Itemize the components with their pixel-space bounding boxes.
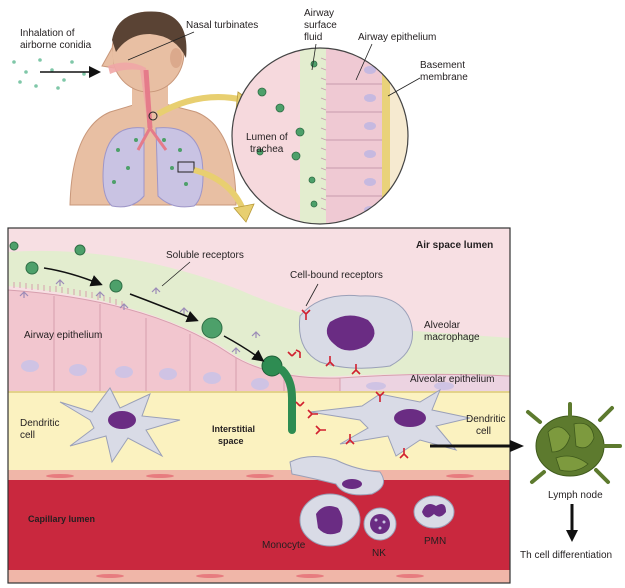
nk-label: NK [372, 548, 386, 559]
monocyte-label: Monocyte [262, 540, 306, 551]
alveolar-macrophage-label-line2: macrophage [424, 332, 480, 343]
cell-bound-receptors-label: Cell-bound receptors [290, 270, 383, 281]
airway-fluid-label-line2: surface [304, 20, 337, 31]
inhalation-label-line2: airborne conidia [20, 40, 92, 51]
interstitial-label-line2: space [218, 436, 244, 446]
lymph-node [528, 404, 620, 482]
basement-membrane-label-line2: membrane [420, 72, 468, 83]
alveolar-epithelium-label: Alveolar epithelium [410, 374, 495, 385]
soluble-receptors-label: Soluble receptors [166, 250, 244, 261]
dendritic-right-label-line2: cell [476, 426, 491, 437]
alveolus-panel [8, 228, 510, 588]
dendritic-left-label-line2: cell [20, 430, 35, 441]
airway-epithelium-main-label: Airway epithelium [24, 330, 102, 341]
pmn-cell [414, 496, 454, 528]
alveolar-macrophage-label-line1: Alveolar [424, 320, 461, 331]
nasal-turbinates-label: Nasal turbinates [186, 20, 258, 31]
lumen-trachea-label-line2: trachea [250, 144, 284, 155]
pmn-label: PMN [424, 536, 446, 547]
airway-epithelium-top-label: Airway epithelium [358, 32, 436, 43]
airborne-conidia [12, 58, 86, 90]
th-cell-differentiation-label: Th cell differentiation [520, 550, 612, 561]
air-space-lumen-label: Air space lumen [416, 240, 493, 251]
inhalation-label-line1: Inhalation of [20, 28, 75, 39]
lymph-node-label: Lymph node [548, 490, 603, 501]
airway-fluid-label-line3: fluid [304, 32, 322, 43]
dendritic-left-label-line1: Dendritic [20, 418, 59, 429]
airway-fluid-label-line1: Airway [304, 8, 334, 19]
capillary-lumen-label: Capillary lumen [28, 514, 95, 524]
lumen-trachea-label-line1: Lumen of [246, 132, 288, 143]
alveolar-macrophage [299, 295, 412, 368]
inhalation-label: Inhalation of Airway [20, 28, 75, 39]
nk-cell [364, 508, 396, 540]
dendritic-right-label-line1: Dendritic [466, 414, 505, 425]
monocyte-cell [300, 494, 360, 546]
interstitial-label-line1: Interstitial [212, 424, 255, 434]
basement-membrane-label-line1: Basement [420, 60, 465, 71]
